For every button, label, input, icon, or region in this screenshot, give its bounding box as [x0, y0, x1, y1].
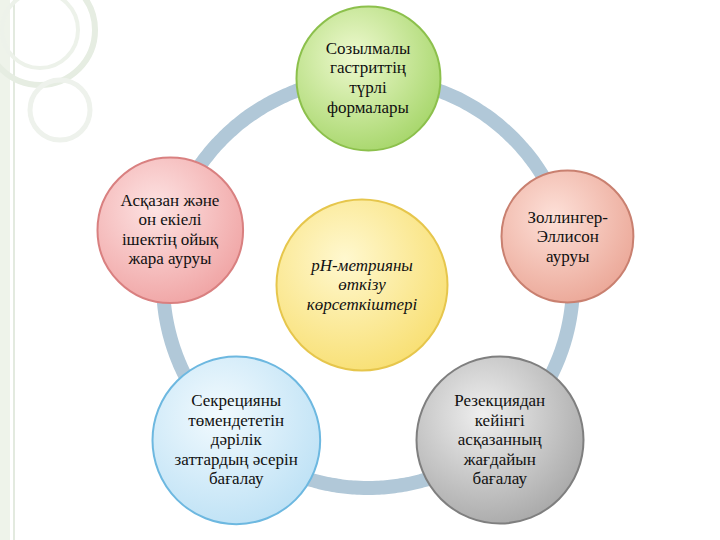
circle-node: Золлингер-Эллисон ауруы	[500, 169, 635, 304]
deco-ring	[30, 80, 90, 140]
deco-ring	[0, 0, 95, 85]
node-text: Асқазан және он екіелі ішектің ойық жара…	[114, 191, 226, 269]
circle-outline	[416, 357, 583, 524]
node-text: рН-метрияны өткізу көрсеткіштері	[300, 256, 425, 315]
ring-connector	[433, 89, 545, 181]
side-strip	[0, 0, 10, 540]
circle-outline	[502, 171, 634, 303]
node-text: Созылмалы гастриттің түрлі формалары	[313, 39, 423, 117]
circle-node: Асқазан және он екіелі ішектің ойық жара…	[96, 156, 245, 305]
node-text: Секрецияны төмендететін дәрілік заттарды…	[174, 391, 299, 489]
circle-node: рН-метрияны өткізу көрсеткіштері	[275, 198, 449, 372]
circle-outline	[296, 6, 440, 150]
node-text: Резекциядан кейінгі асқазанның жағдайын …	[441, 391, 559, 489]
ring-connector	[198, 89, 303, 169]
ring-connector	[303, 477, 433, 488]
circle-outline	[97, 157, 243, 303]
circle-node: Резекциядан кейінгі асқазанның жағдайын …	[415, 355, 585, 525]
ring-connector	[163, 297, 187, 381]
circle-node: Созылмалы гастриттің түрлі формалары	[295, 5, 442, 152]
circle-outline	[152, 356, 320, 524]
ring-connector	[548, 297, 572, 380]
deco-ring	[2, 0, 78, 68]
circle-outline	[277, 200, 448, 371]
circle-node: Секрецияны төмендететін дәрілік заттарды…	[151, 355, 322, 526]
node-text: Золлингер-Эллисон ауруы	[514, 208, 622, 267]
